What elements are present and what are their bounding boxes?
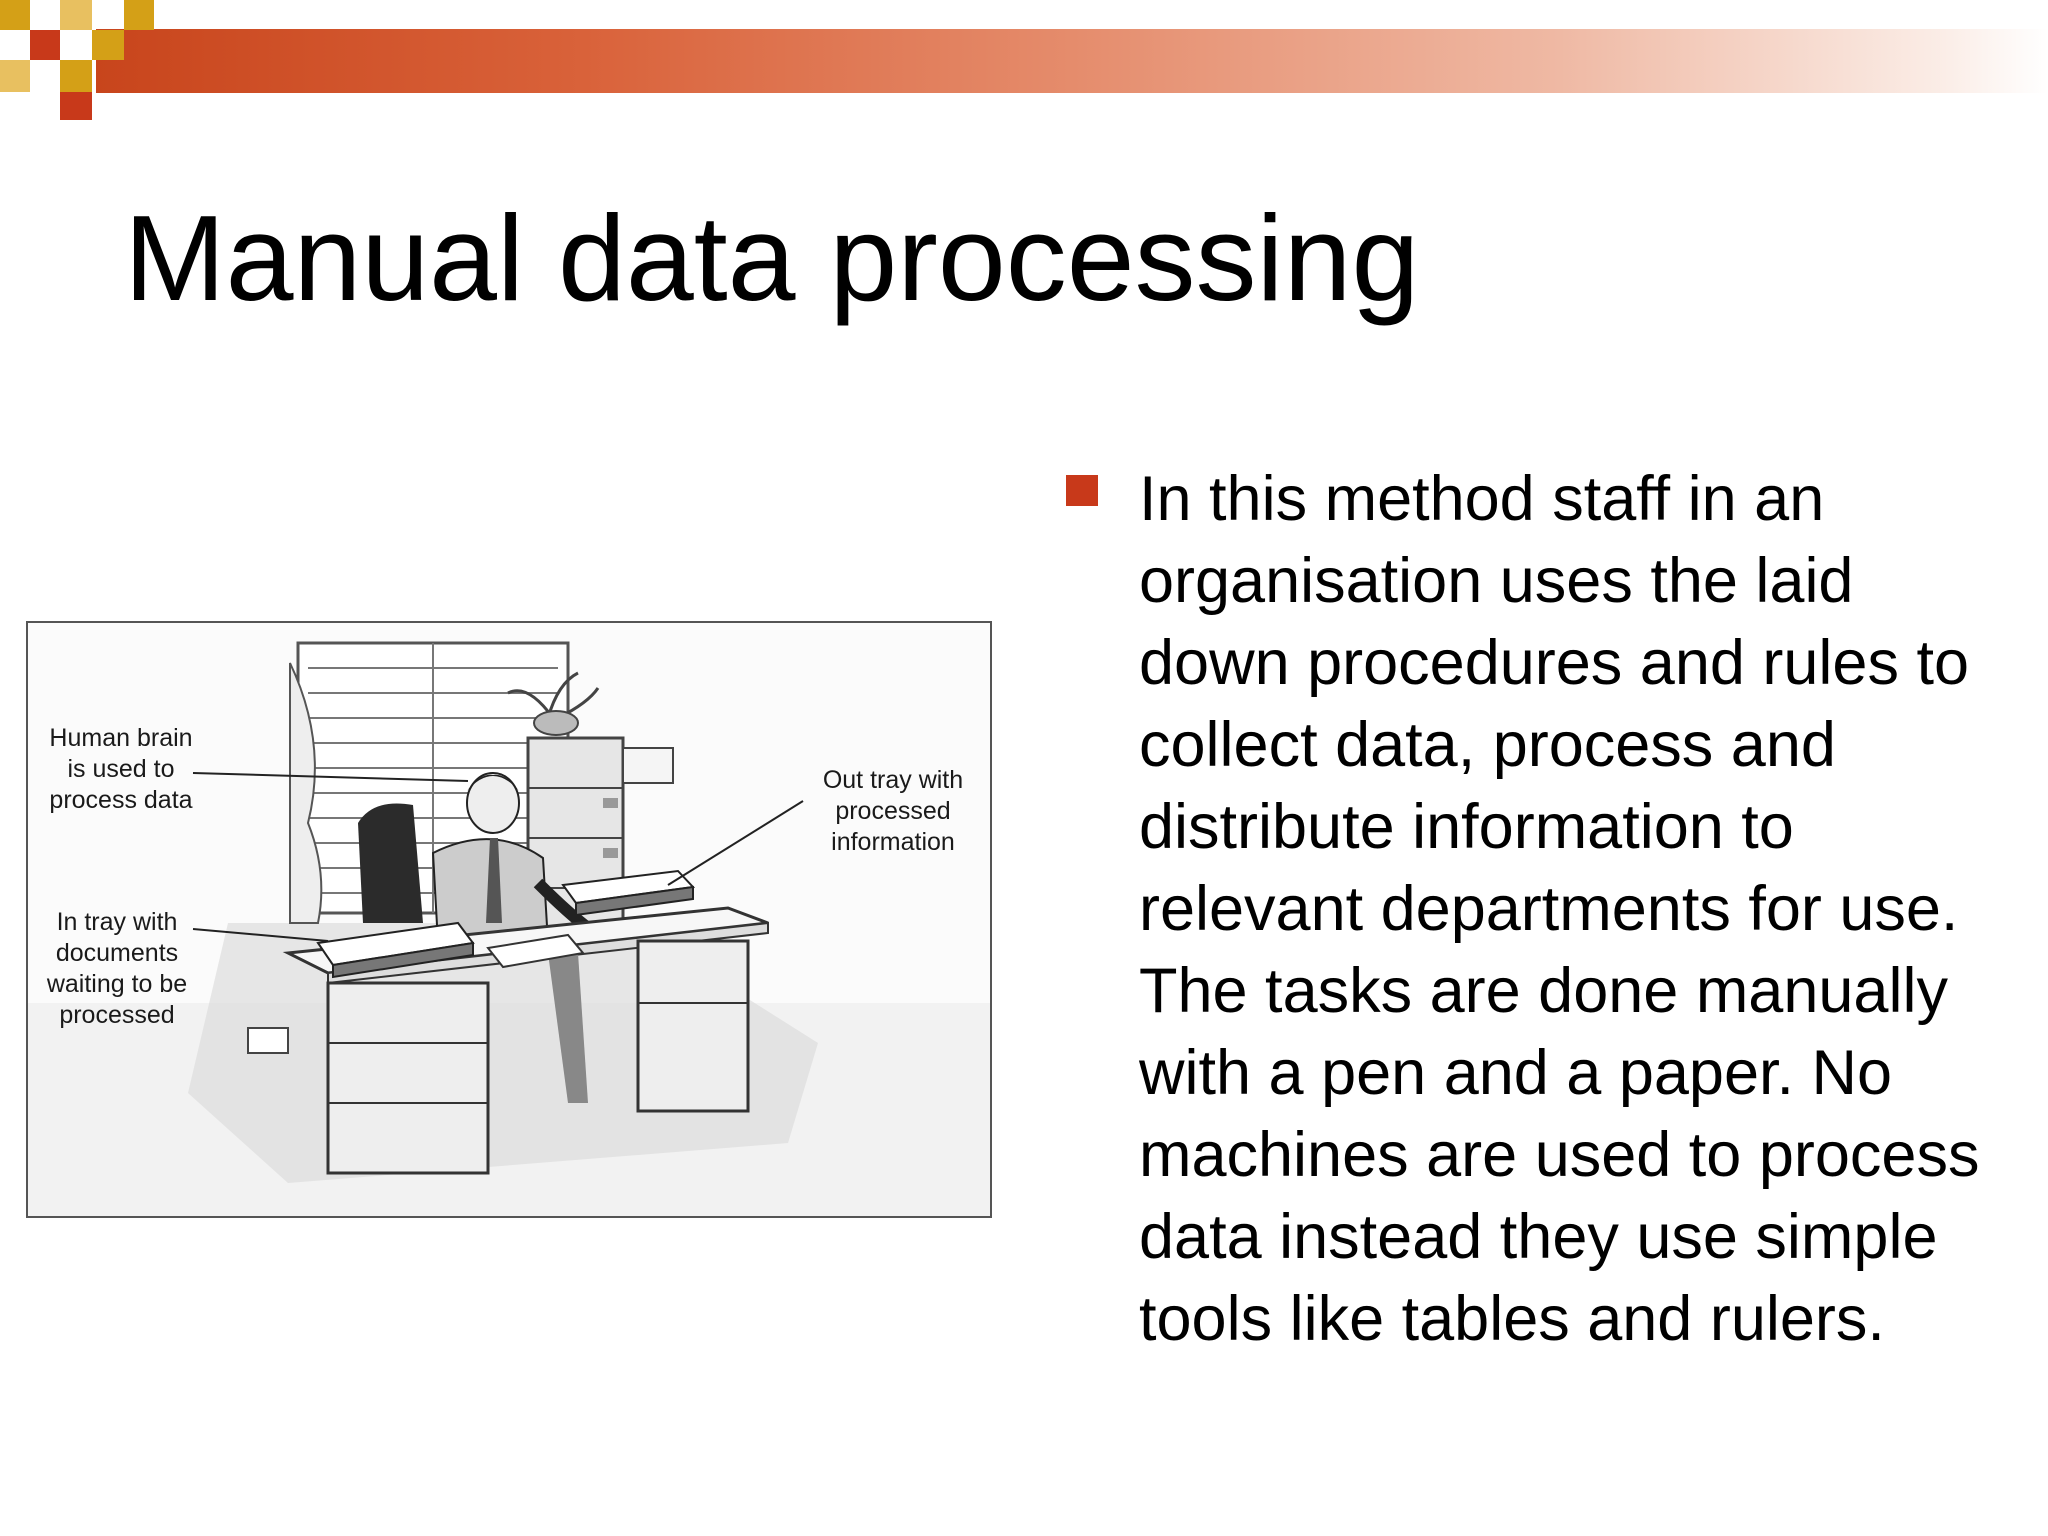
callout-in-tray: In tray with documents waiting to be pro… [46, 908, 188, 1029]
slide-title: Manual data processing [124, 190, 1420, 326]
person [431, 772, 592, 944]
curtain [289, 662, 323, 924]
paper [486, 933, 585, 969]
office-illustration: Human brain is used to process data In t… [26, 621, 992, 1218]
header-band [96, 29, 2048, 93]
in-tray [316, 921, 475, 979]
out-tray [561, 869, 696, 917]
bullet-marker-icon [1066, 475, 1098, 506]
leader-line-out-tray [667, 800, 804, 886]
office-drawing [28, 641, 990, 1216]
callout-human-brain: Human brain is used to process data [49, 724, 193, 814]
callout-out-tray: Out tray with processed information [822, 766, 964, 856]
leader-line-in-tray [192, 928, 329, 942]
chair [358, 803, 423, 923]
plant [507, 671, 600, 736]
bullet-text: In this method staff in an organisation … [1139, 464, 1980, 1354]
leader-line-brain [192, 772, 469, 782]
wall-socket [247, 1027, 289, 1054]
person-legs [548, 953, 588, 1103]
